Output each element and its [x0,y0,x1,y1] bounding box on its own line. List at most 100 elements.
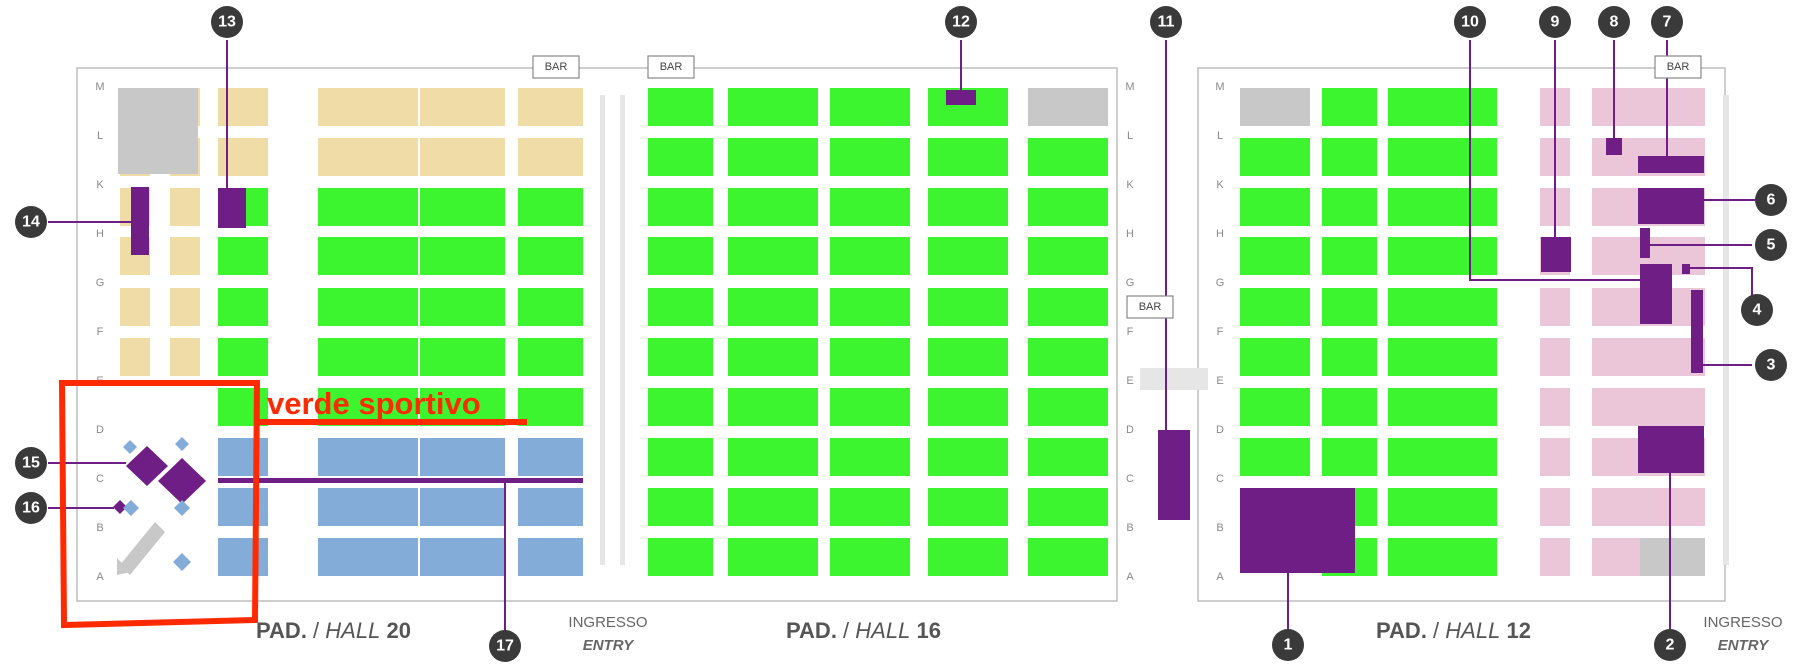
stand-h20-r4c1[interactable] [170,288,200,326]
marker-6[interactable]: 6 [1755,184,1787,216]
stand-h12-r4c1[interactable] [1322,288,1377,326]
stand-h16-r1c2[interactable] [830,138,910,176]
stand-h20-r0c2[interactable] [218,88,268,126]
stand-h20-r1c5[interactable] [518,138,583,176]
stand-marker-1[interactable] [1240,488,1355,573]
stand-h16-r9c2[interactable] [830,538,910,576]
stand-h16-r4c0[interactable] [648,288,713,326]
stand-h20-r7c5[interactable] [518,438,583,476]
stand-h16-r6c4[interactable] [1028,388,1108,426]
stand-h16-r6c0[interactable] [648,388,713,426]
stand-h12-r3c2[interactable] [1388,237,1443,275]
stand-h20-r5c4[interactable] [420,338,505,376]
stand-h20-r2c1[interactable] [170,188,200,226]
stand-h20-r7c3[interactable] [318,438,418,476]
stand-h16-r4c3[interactable] [928,288,1008,326]
marker-5[interactable]: 5 [1755,229,1787,261]
stand-h12-r0c2[interactable] [1388,88,1443,126]
stand-h16-r7c3[interactable] [928,438,1008,476]
stand-marker-15a[interactable] [126,446,168,486]
stand-h12-r8c3[interactable] [1442,488,1497,526]
stand-h12-r0c1[interactable] [1322,88,1377,126]
stand-marker-4[interactable] [1640,264,1672,324]
stand-h16-r4c1[interactable] [728,288,818,326]
stand-h16-r2c0[interactable] [648,188,713,226]
stand-h16-r7c2[interactable] [830,438,910,476]
stand-h12-r6c5[interactable] [1592,388,1642,426]
stand-h16-r3c3[interactable] [928,237,1008,275]
stand-h20-r0c3[interactable] [318,88,418,126]
stand-h20-r6c5[interactable] [518,388,583,426]
marker-3[interactable]: 3 [1755,349,1787,381]
stand-h12-r4c2[interactable] [1388,288,1443,326]
marker-10[interactable]: 10 [1454,6,1486,38]
stand-h12-r9c5[interactable] [1592,538,1642,576]
stand-h12-r6c6[interactable] [1640,388,1705,426]
stand-h12-r4c4[interactable] [1540,288,1570,326]
stand-h16-r1c4[interactable] [1028,138,1108,176]
stand-h12-r5c2[interactable] [1388,338,1443,376]
stand-h12-r3c5[interactable] [1592,237,1642,275]
stand-marker-14[interactable] [131,187,149,255]
stand-h16-r5c0[interactable] [648,338,713,376]
marker-2[interactable]: 2 [1654,629,1686,661]
stand-h16-r0c0[interactable] [648,88,713,126]
stand-h20-r4c0[interactable] [120,288,150,326]
stand-h16-r3c1[interactable] [728,237,818,275]
stand-marker-8[interactable] [1606,138,1622,155]
stand-h12-r9c6[interactable] [1640,538,1705,576]
stand-h12-r4c0[interactable] [1240,288,1310,326]
stand-h12-r7c0[interactable] [1240,438,1310,476]
stand-h12-r7c1[interactable] [1322,438,1377,476]
stand-h20-r8c5[interactable] [518,488,583,526]
stand-h12-r3c0[interactable] [1240,237,1310,275]
stand-h16-r6c3[interactable] [928,388,1008,426]
stand-h16-r1c0[interactable] [648,138,713,176]
stand-h16-r2c2[interactable] [830,188,910,226]
stand-h16-r7c1[interactable] [728,438,818,476]
stand-marker-2[interactable] [1638,426,1704,473]
stand-h12-r7c2[interactable] [1388,438,1443,476]
stand-h16-r8c2[interactable] [830,488,910,526]
stand-h20-r2c3[interactable] [318,188,418,226]
stand-h20-r1c4[interactable] [420,138,505,176]
stand-h16-r5c1[interactable] [728,338,818,376]
stand-marker-6[interactable] [1638,188,1704,224]
stand-h12-r5c4[interactable] [1540,338,1570,376]
stand-h20-r4c3[interactable] [318,288,418,326]
stand-h20-r0c5[interactable] [518,88,583,126]
stand-h12-r5c5[interactable] [1592,338,1642,376]
stand-h16-r9c4[interactable] [1028,538,1108,576]
stand-h12-r6c1[interactable] [1322,388,1377,426]
stand-h12-r7c4[interactable] [1540,438,1570,476]
stand-h12-r9c3[interactable] [1442,538,1497,576]
marker-15[interactable]: 15 [15,447,47,479]
stand-h16-r2c3[interactable] [928,188,1008,226]
stand-h20-r9c2[interactable] [218,538,268,576]
stand-h20-r3c1[interactable] [170,237,200,275]
stand-h20-r8c3[interactable] [318,488,418,526]
stand-h20-r4c4[interactable] [420,288,505,326]
stand-h20-r7c2[interactable] [218,438,268,476]
stand-h12-r8c4[interactable] [1540,488,1570,526]
stand-h20-r3c3[interactable] [318,237,418,275]
stand-h12-r9c2[interactable] [1388,538,1443,576]
stand-h12-r2c0[interactable] [1240,188,1310,226]
stand-h20-r5c5[interactable] [518,338,583,376]
stand-h12-r4c5[interactable] [1592,288,1642,326]
marker-7[interactable]: 7 [1651,6,1683,38]
marker-13[interactable]: 13 [211,6,243,38]
stand-h16-r0c1[interactable] [728,88,818,126]
stand-h12-r2c5[interactable] [1592,188,1642,226]
stand-h16-r9c3[interactable] [928,538,1008,576]
marker-9[interactable]: 9 [1539,6,1571,38]
stand-marker-16[interactable] [113,500,127,514]
stand-h16-r8c4[interactable] [1028,488,1108,526]
marker-16[interactable]: 16 [15,492,47,524]
marker-17[interactable]: 17 [489,630,521,662]
stand-h20-r3c2[interactable] [218,237,268,275]
stand-h16-r5c2[interactable] [830,338,910,376]
stand-marker-13[interactable] [218,188,246,228]
stand-marker-11[interactable] [1158,430,1190,520]
